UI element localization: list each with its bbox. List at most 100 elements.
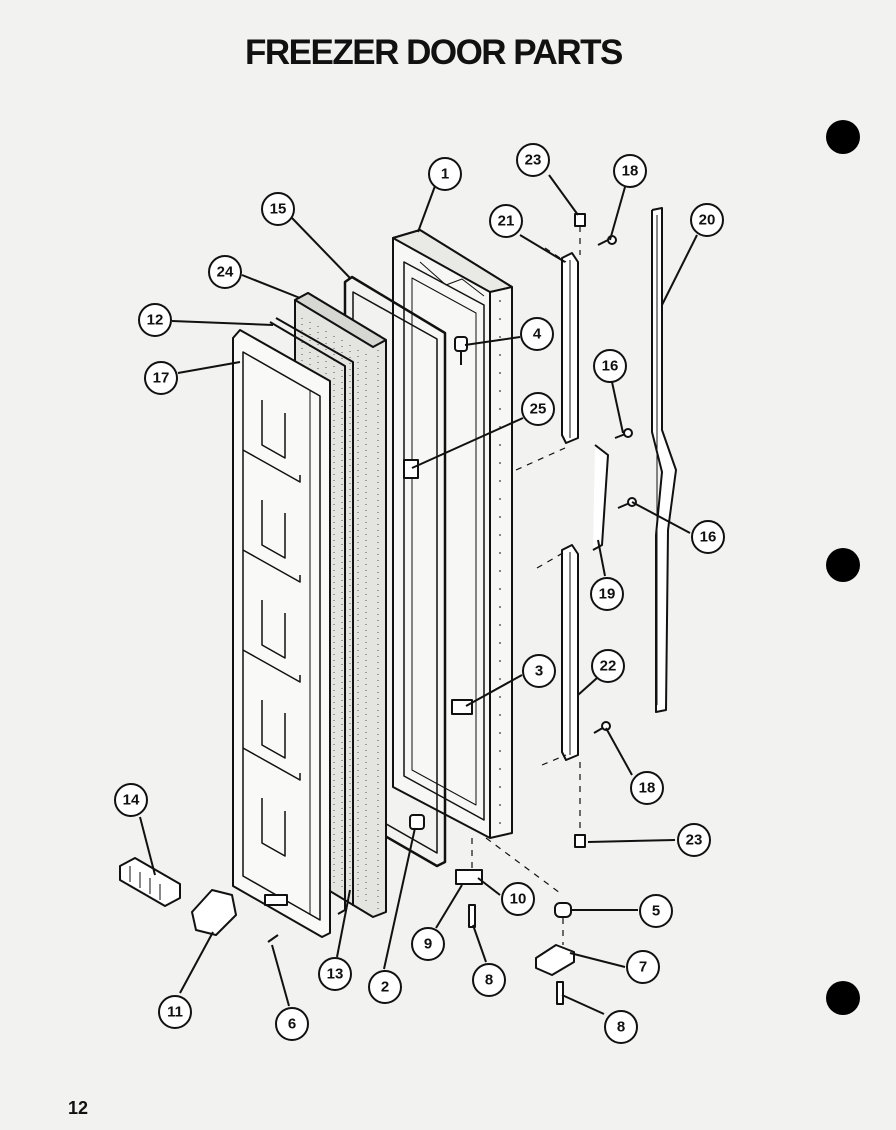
handle-trim-lower (561, 544, 579, 761)
assembly-line (536, 549, 569, 569)
bracket (264, 894, 288, 906)
clip (403, 459, 419, 479)
callout-part-11: 11 (158, 995, 192, 1029)
hinge-screw (556, 981, 564, 1005)
svg-text:23: 23 (686, 832, 703, 849)
handle-strip (651, 207, 677, 713)
svg-text:19: 19 (599, 586, 616, 603)
screw (614, 428, 633, 439)
leader-line (291, 217, 351, 279)
svg-text:1: 1 (441, 166, 449, 183)
callout-part-2: 2 (368, 970, 402, 1004)
leader-line (383, 827, 416, 970)
leader-line (631, 501, 691, 534)
leader-line (548, 174, 579, 216)
callout-part-19: 19 (590, 577, 624, 611)
leader-line (477, 877, 501, 896)
callout-part-25: 25 (521, 392, 555, 426)
breaker-strip (269, 317, 354, 915)
inner-door-liner (232, 329, 331, 938)
svg-text:12: 12 (147, 312, 164, 329)
svg-text:18: 18 (639, 780, 656, 797)
leader-line (271, 944, 290, 1007)
leader-line (561, 994, 605, 1015)
svg-text:8: 8 (485, 972, 493, 989)
punch-hole-middle (826, 548, 860, 582)
cap (574, 213, 586, 227)
svg-text:6: 6 (288, 1016, 296, 1033)
leader-line (435, 884, 463, 929)
punch-hole-bottom (826, 981, 860, 1015)
page-number: 12 (68, 1098, 89, 1118)
svg-text:8: 8 (617, 1019, 625, 1036)
door-handle (592, 444, 609, 551)
hinge-plate (451, 699, 473, 715)
callout-part-1: 1 (428, 157, 462, 191)
bottom-cover (191, 889, 237, 936)
assembly-line (541, 754, 567, 766)
hinge-bushing (554, 902, 572, 918)
leader-line (179, 931, 214, 994)
svg-text:11: 11 (167, 1004, 183, 1021)
handle-trim-upper (561, 252, 579, 444)
svg-text:23: 23 (525, 152, 542, 169)
assembly-line (544, 247, 567, 263)
svg-text:20: 20 (699, 212, 716, 229)
leader-line (411, 417, 524, 469)
leader-line (177, 361, 241, 374)
cap (574, 834, 586, 848)
screw (597, 235, 617, 246)
leader-line (171, 320, 274, 326)
leader-line (472, 924, 487, 963)
svg-text:3: 3 (535, 663, 543, 680)
callout-part-22: 22 (591, 649, 625, 683)
callout-part-24: 24 (208, 255, 242, 289)
svg-text:7: 7 (639, 959, 647, 976)
callout-part-8: 8 (472, 963, 506, 997)
leader-line (577, 677, 598, 696)
callout-part-6: 6 (275, 1007, 309, 1041)
svg-text:16: 16 (700, 529, 717, 546)
callout-part-18: 18 (613, 154, 647, 188)
callout-part-14: 14 (114, 783, 148, 817)
hinge-pin (468, 904, 476, 928)
svg-text:25: 25 (530, 401, 547, 418)
assembly-line (515, 447, 566, 471)
svg-text:9: 9 (424, 936, 432, 953)
leader-line (611, 381, 624, 434)
leader-line (609, 186, 626, 241)
screw (267, 934, 279, 943)
svg-text:10: 10 (510, 891, 527, 908)
callout-part-3: 3 (522, 654, 556, 688)
leader-line (336, 889, 351, 958)
kick-grille (119, 857, 181, 907)
callout-part-18: 18 (630, 771, 664, 805)
door-stop (409, 814, 425, 830)
svg-text:5: 5 (652, 903, 660, 920)
leader-line (661, 234, 698, 306)
leader-line (587, 839, 676, 843)
leader-line (241, 274, 301, 299)
callout-part-15: 15 (261, 192, 295, 226)
callout-part-8: 8 (604, 1010, 638, 1044)
svg-text:15: 15 (270, 201, 287, 218)
callout-part-13: 13 (318, 957, 352, 991)
leader-line (519, 234, 566, 263)
svg-text:2: 2 (381, 979, 389, 996)
callout-part-7: 7 (626, 950, 660, 984)
leader-line (597, 539, 606, 577)
callout-part-21: 21 (489, 204, 523, 238)
callout-part-10: 10 (501, 882, 535, 916)
lower-hinge (535, 944, 575, 976)
callout-part-5: 5 (639, 894, 673, 928)
hinge-bracket (455, 869, 483, 885)
leader-line (465, 674, 523, 707)
leader-line (464, 336, 521, 346)
svg-text:22: 22 (600, 658, 617, 675)
svg-text:21: 21 (498, 213, 515, 230)
leader-line (605, 727, 633, 776)
svg-text:18: 18 (622, 163, 639, 180)
outer-door-panel (392, 229, 513, 839)
assembly-line (485, 837, 561, 894)
